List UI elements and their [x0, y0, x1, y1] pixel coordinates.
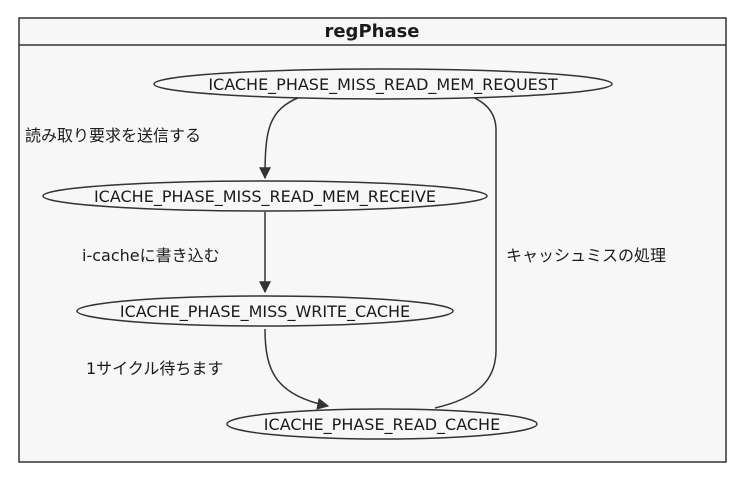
state-ellipse-2: [42, 180, 488, 212]
transition-label-1: 読み取り要求を送信する: [25, 126, 201, 145]
state-label-4: ICACHE_PHASE_READ_CACHE: [264, 415, 500, 435]
transition-label-3: 1サイクル待ちます: [86, 359, 223, 378]
transition-label-2: i-cacheに書き込む: [82, 246, 220, 265]
state-ellipse-1: [153, 68, 613, 100]
transition-label-4: キャッシュミスの処理: [506, 246, 666, 265]
transition-edge-4: [434, 86, 497, 409]
transition-edge-1: [259, 96, 301, 180]
state-node-3: ICACHE_PHASE_MISS_WRITE_CACHE: [76, 295, 454, 327]
state-node-2: ICACHE_PHASE_MISS_READ_MEM_RECEIVE: [42, 180, 488, 212]
composite-state-title: regPhase: [324, 21, 419, 42]
state-label-2: ICACHE_PHASE_MISS_READ_MEM_RECEIVE: [94, 187, 436, 207]
state-label-3: ICACHE_PHASE_MISS_WRITE_CACHE: [120, 302, 410, 322]
state-label-1: ICACHE_PHASE_MISS_READ_MEM_REQUEST: [208, 75, 558, 95]
state-node-4: ICACHE_PHASE_READ_CACHE: [226, 408, 538, 440]
transition-edge-3: [264, 328, 330, 410]
state-ellipse-3: [76, 295, 454, 327]
state-ellipse-4: [226, 408, 538, 440]
state-node-1: ICACHE_PHASE_MISS_READ_MEM_REQUEST: [153, 68, 613, 100]
